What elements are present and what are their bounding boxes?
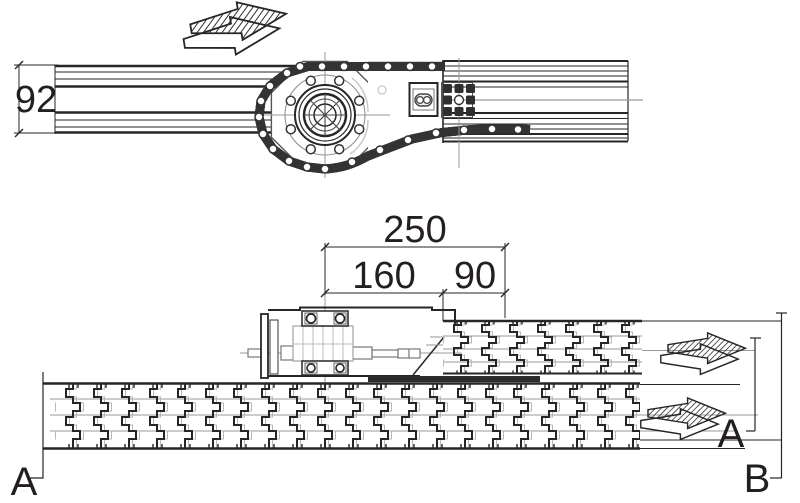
guide-bracket	[408, 82, 439, 117]
top-view: 92	[14, 0, 643, 178]
chain-pins	[254, 61, 523, 174]
dim-beam-height-label: 92	[15, 79, 57, 121]
section-label-a-right: A	[718, 412, 745, 456]
transfer-mechanism	[240, 295, 462, 391]
upper-chain-direction-arrow-icon	[660, 332, 747, 376]
section-mark-a-right: A	[718, 337, 761, 456]
dim-segment-left-label: 160	[352, 255, 415, 297]
bearing-bottom	[301, 360, 349, 376]
chain-top-view	[254, 61, 530, 174]
hub-spokes	[304, 94, 346, 136]
section-label-b: B	[744, 457, 771, 501]
upper-chain	[368, 319, 782, 382]
section-mark-a-left: A	[11, 372, 44, 503]
lower-chain	[43, 382, 782, 450]
wear-strip-bar	[368, 376, 540, 382]
lower-chain-direction-arrow-icon	[640, 397, 727, 441]
gusset-brace	[412, 336, 445, 376]
dimension-160: 160	[320, 255, 448, 321]
grid-plate	[441, 58, 475, 168]
bolt-circles	[285, 75, 365, 155]
bottom-view: 250 160 90	[11, 209, 787, 503]
section-label-a-left: A	[11, 460, 38, 503]
gearbox-lines	[293, 326, 353, 361]
section-mark-b-right: B	[744, 312, 787, 501]
dimension-90: 90	[443, 255, 510, 298]
flow-direction-arrow-icon	[178, 0, 293, 64]
conveyor-beam-right	[442, 60, 643, 143]
dimension-92: 92	[14, 60, 58, 138]
bearing-top	[301, 310, 349, 327]
grid-cells	[443, 84, 475, 116]
idler-wheel	[262, 52, 443, 178]
dim-overall-length-label: 250	[383, 209, 446, 251]
dim-segment-right-label: 90	[454, 255, 496, 297]
